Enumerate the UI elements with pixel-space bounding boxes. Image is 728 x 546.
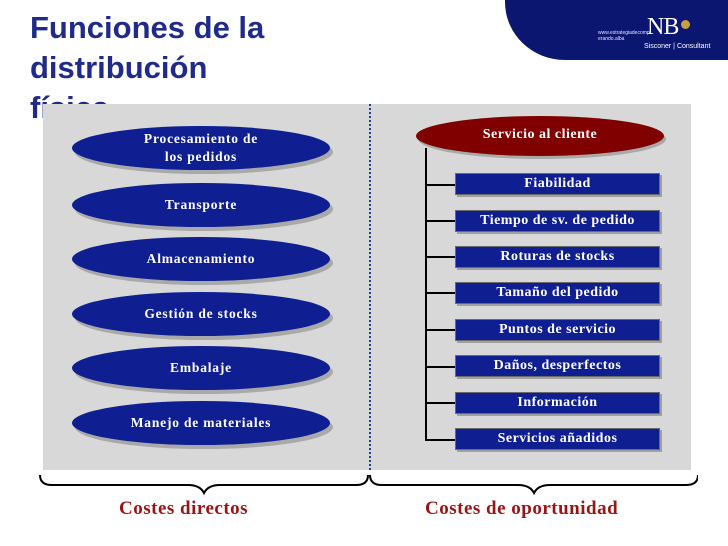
function-label: Gestión de stocks — [144, 306, 258, 321]
logo-dot-icon — [681, 20, 690, 29]
function-materials-handling: Manejo de materiales — [72, 401, 330, 445]
tree-branch — [425, 366, 455, 368]
function-label: Procesamiento de — [143, 131, 259, 146]
service-item: Servicios añadidos — [455, 428, 660, 450]
function-label: Embalaje — [170, 360, 232, 375]
service-item: Tiempo de sv. de pedido — [455, 210, 660, 232]
tree-branch — [425, 329, 455, 331]
function-stock-management: Gestión de stocks — [72, 292, 330, 336]
tree-branch — [425, 402, 455, 404]
function-label: Almacenamiento — [146, 251, 256, 266]
slide-title: Funciones de la distribución física. — [30, 8, 450, 128]
tree-branch — [425, 439, 455, 441]
service-item: Tamaño del pedido — [455, 282, 660, 304]
function-label: Manejo de materiales — [130, 415, 272, 430]
direct-costs-label: Costes directos — [119, 498, 249, 519]
service-item: Daños, desperfectos — [455, 355, 660, 377]
function-packaging: Embalaje — [72, 346, 330, 390]
function-transport: Transporte — [72, 183, 330, 227]
logo-small-text: www.estrategiadecomp erando.alba — [598, 30, 650, 42]
tree-branch — [425, 220, 455, 222]
slide-title-line1: Funciones de la distribución — [30, 10, 265, 85]
function-label: los pedidos — [164, 149, 238, 164]
customer-service-header: Servicio al cliente — [416, 116, 664, 156]
customer-service-label: Servicio al cliente — [482, 127, 598, 142]
tree-spine — [425, 148, 427, 441]
function-order-processing: Procesamiento de los pedidos — [72, 126, 330, 170]
service-item: Información — [455, 392, 660, 414]
service-item: Fiabilidad — [455, 173, 660, 195]
logo-background — [505, 0, 728, 60]
opportunity-costs-label: Costes de oportunidad — [425, 498, 619, 519]
function-label: Transporte — [164, 197, 238, 212]
service-item: Roturas de stocks — [455, 246, 660, 268]
brace-icon — [39, 474, 698, 496]
tree-branch — [425, 256, 455, 258]
logo-mark: NB — [647, 14, 679, 40]
service-item: Puntos de servicio — [455, 319, 660, 341]
function-warehousing: Almacenamiento — [72, 237, 330, 281]
panel-divider — [369, 104, 371, 470]
tree-branch — [425, 184, 455, 186]
tree-branch — [425, 292, 455, 294]
logo-subtitle: Sisconer | Consultant — [644, 43, 711, 50]
